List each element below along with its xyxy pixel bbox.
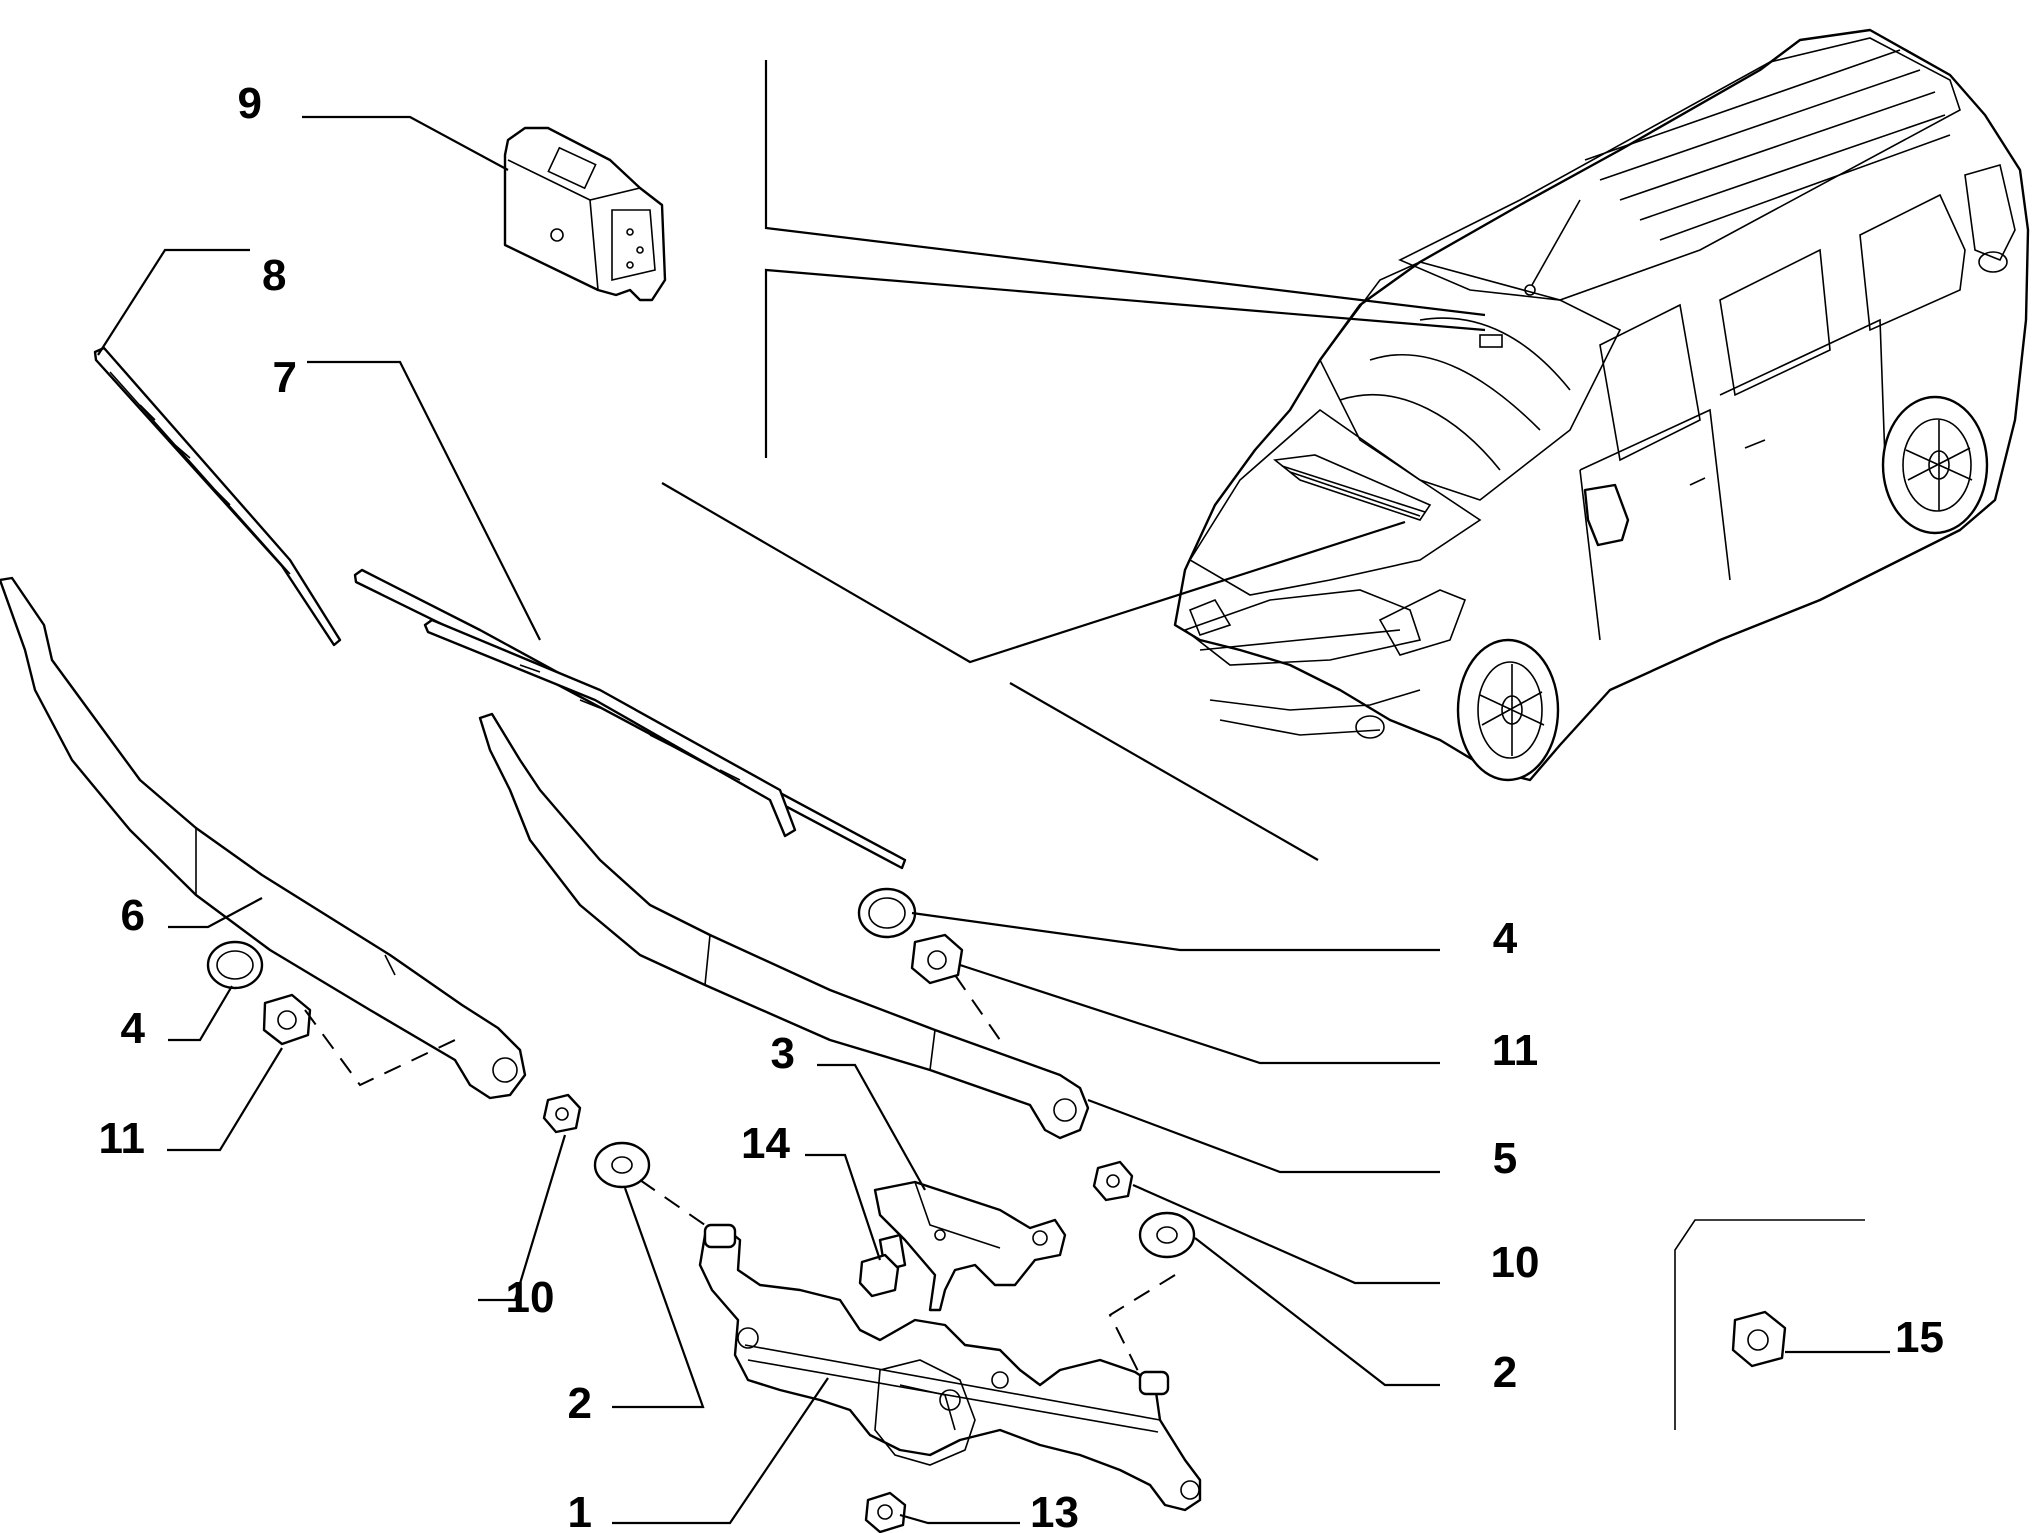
callout-1: 1 [568, 1488, 592, 1533]
callout-11-left: 11 [98, 1114, 145, 1163]
rain-sensor [503, 126, 667, 302]
seal-2-right [1138, 1211, 1196, 1259]
washer-10-right [1092, 1160, 1134, 1202]
callout-4-right: 4 [1493, 914, 1518, 963]
nut-left [262, 993, 312, 1046]
callout-2-right: 2 [1493, 1348, 1517, 1397]
callout-15: 15 [1895, 1313, 1944, 1362]
right-wiper-arm [478, 712, 1090, 1140]
callout-4-left: 4 [121, 1004, 146, 1053]
cap-left [206, 940, 264, 990]
callout-leaders [97, 115, 1890, 1525]
callout-2-left: 2 [568, 1379, 592, 1428]
vehicle-illustration [1173, 28, 2030, 782]
cap-right [857, 887, 917, 939]
callout-13: 13 [1030, 1488, 1079, 1533]
callout-10-right: 10 [1491, 1238, 1540, 1287]
bolt [858, 1233, 907, 1298]
callout-labels: 9 8 7 6 4 11 10 2 1 14 3 13 4 11 5 10 2 … [98, 79, 1943, 1533]
assembly-dashes [304, 974, 1176, 1386]
callout-8: 8 [262, 251, 286, 300]
callout-7: 7 [273, 353, 297, 402]
mounting-bracket [873, 1180, 1067, 1312]
right-wiper-blade [353, 568, 907, 870]
callout-6: 6 [121, 891, 145, 940]
flange-nut-15 [1674, 1219, 1865, 1430]
left-wiper-blade [93, 346, 342, 647]
callout-3: 3 [771, 1029, 795, 1078]
nut-13 [864, 1491, 907, 1533]
washer-10-left [542, 1093, 582, 1134]
callout-9: 9 [238, 79, 262, 128]
callout-11-right: 11 [1492, 1026, 1539, 1075]
wiper-linkage-motor [698, 1223, 1202, 1512]
location-lines [661, 60, 1486, 861]
callout-5: 5 [1493, 1134, 1517, 1183]
callout-10-left: 10 [506, 1273, 555, 1322]
seal-2-left [593, 1141, 651, 1189]
callout-14: 14 [741, 1119, 790, 1168]
nut-right [910, 933, 964, 985]
left-wiper-arm [0, 576, 527, 1100]
